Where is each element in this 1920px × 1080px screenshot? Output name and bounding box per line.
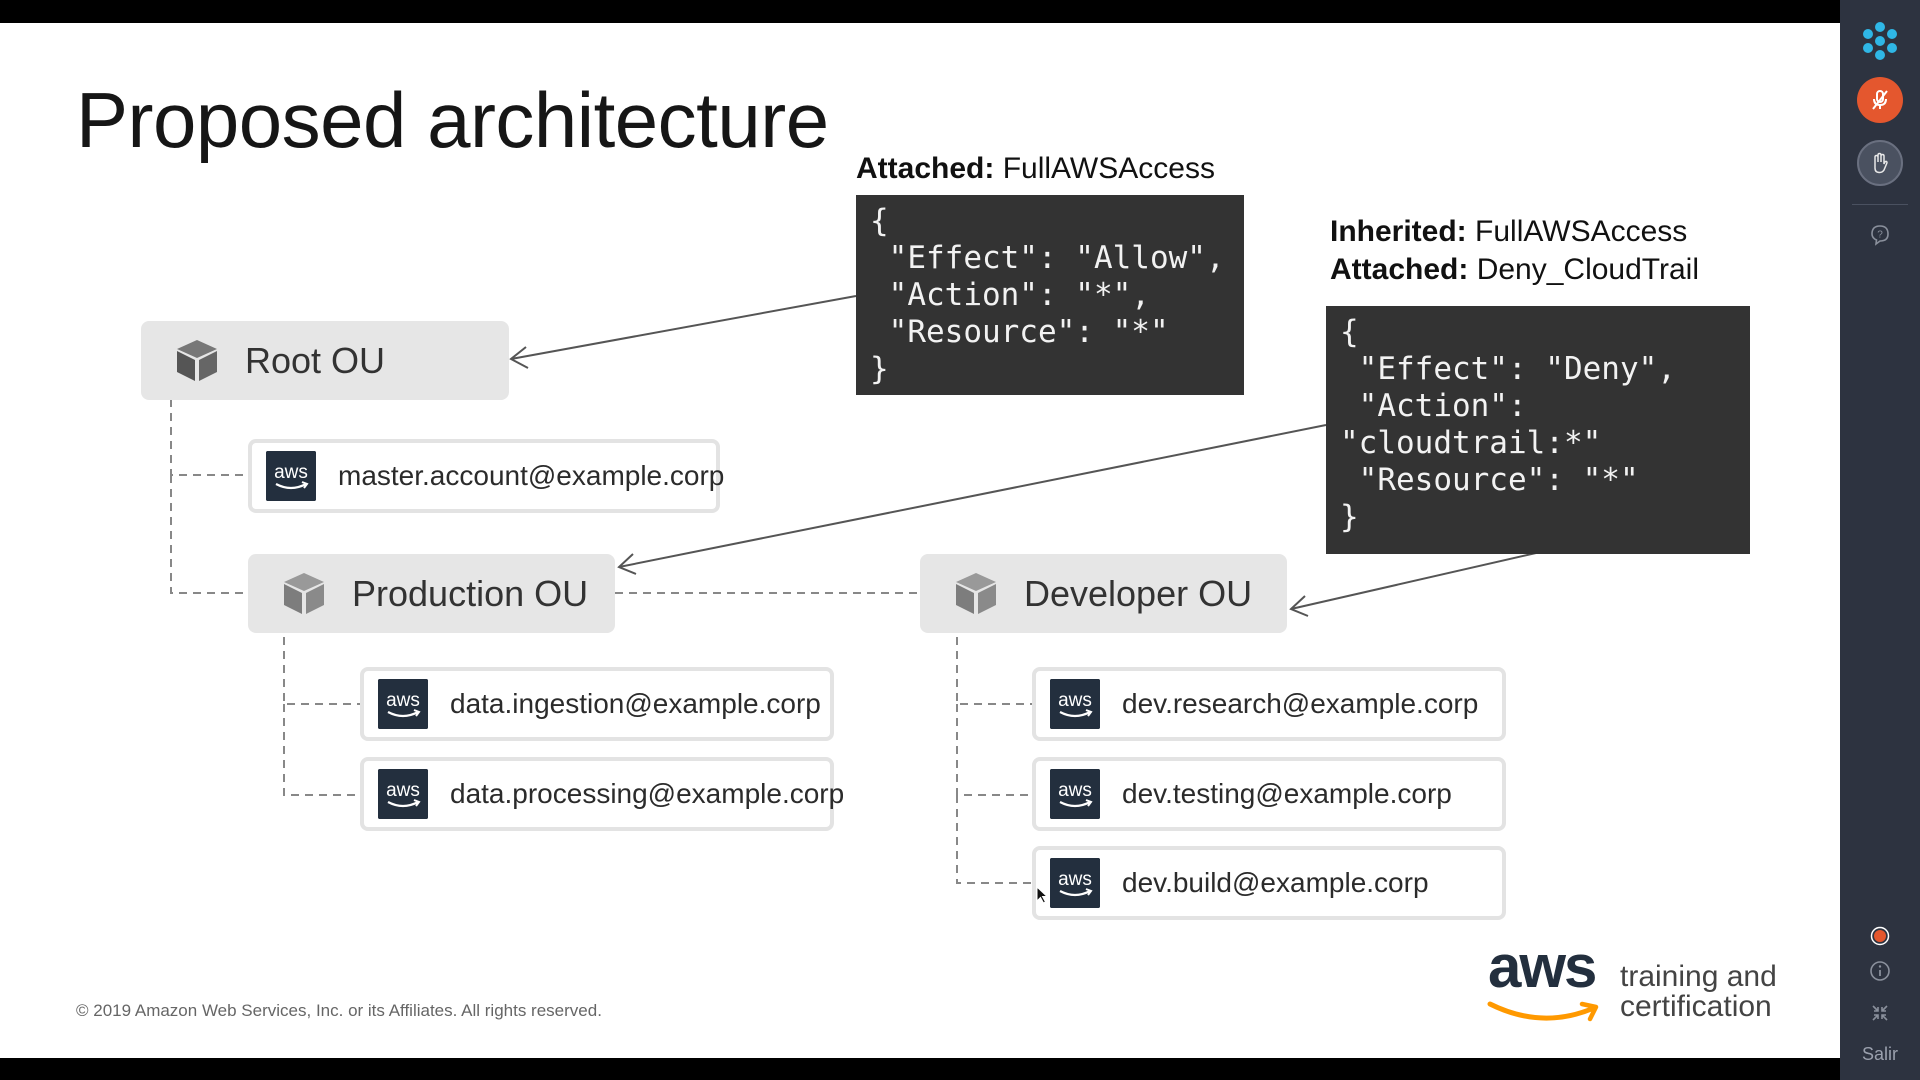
aws-logo-tagline: training and certification	[1620, 962, 1777, 1022]
root-ou-label: Root OU	[245, 340, 386, 381]
production-to-processing-connector	[283, 704, 360, 796]
exit-fullscreen-button[interactable]	[1857, 990, 1903, 1036]
ou-cube-icon	[956, 573, 996, 614]
exit-icon	[1872, 1005, 1888, 1021]
presentation-slide: Proposed architecture Attached: FullAWSA…	[0, 23, 1840, 1058]
production-ou-node[interactable]: Production OU	[248, 554, 615, 633]
aws-account-icon: aws	[378, 679, 428, 729]
help-button[interactable]: ?	[1857, 212, 1903, 258]
research-account-email: dev.research@example.corp	[1122, 688, 1479, 719]
info-icon	[1870, 961, 1890, 981]
info-button[interactable]	[1857, 948, 1903, 994]
processing-account-email: data.processing@example.corp	[450, 778, 845, 809]
record-icon	[1870, 926, 1890, 946]
build-account-email: dev.build@example.corp	[1122, 867, 1429, 898]
dev-policy-code: { "Effect": "Deny", "Action": "cloudtrai…	[1326, 306, 1750, 554]
root-policy-caption: Attached: FullAWSAccess	[856, 150, 1215, 188]
root-policy-code: { "Effect": "Allow", "Action": "*", "Res…	[856, 195, 1244, 395]
developer-to-testing-connector	[956, 704, 1032, 796]
ingestion-account-email: data.ingestion@example.corp	[450, 688, 821, 719]
aws-account-icon: aws	[378, 769, 428, 819]
svg-text:aws: aws	[386, 780, 420, 801]
developer-to-research-connector	[956, 637, 1032, 705]
svg-text:aws: aws	[274, 462, 308, 483]
aws-account-icon: aws	[1050, 858, 1100, 908]
ou-cube-icon	[177, 340, 217, 381]
master-account-email: master.account@example.corp	[338, 460, 725, 491]
meeting-sidebar: ? Sal	[1840, 0, 1920, 1080]
testing-account-node[interactable]: aws dev.testing@example.corp	[1032, 757, 1506, 831]
top-letterbox	[0, 0, 1840, 23]
svg-text:?: ?	[1877, 230, 1883, 241]
aws-logo-word: aws	[1488, 933, 1597, 1000]
processing-account-node[interactable]: aws data.processing@example.corp	[360, 757, 844, 831]
root-ou-node[interactable]: Root OU	[141, 321, 509, 400]
record-status-button[interactable]	[1857, 913, 1903, 959]
copyright-notice: © 2019 Amazon Web Services, Inc. or its …	[76, 1001, 602, 1020]
developer-ou-node[interactable]: Developer OU	[920, 554, 1287, 633]
raise-hand-button[interactable]	[1857, 140, 1903, 186]
microphone-icon	[1872, 90, 1888, 110]
dev-policy-inherited-value: FullAWSAccess	[1475, 215, 1688, 248]
sidebar-divider	[1852, 204, 1908, 205]
developer-policy-arrow	[1290, 552, 1537, 610]
master-account-node[interactable]: aws master.account@example.corp	[248, 439, 724, 513]
help-icon: ?	[1871, 225, 1889, 246]
svg-text:aws: aws	[1058, 869, 1092, 890]
aws-account-icon: aws	[266, 451, 316, 501]
exit-label[interactable]: Salir	[1861, 1044, 1898, 1064]
aws-logo-tagline-line2: certification	[1620, 990, 1772, 1023]
root-policy-caption-value: FullAWSAccess	[1002, 152, 1215, 185]
ou-cube-icon	[284, 573, 324, 614]
meeting-logo-icon	[1863, 22, 1897, 60]
root-to-master-connector	[170, 399, 248, 476]
developer-to-build-connector	[956, 795, 1032, 884]
dev-policy-inherited-prefix: Inherited:	[1330, 215, 1467, 248]
aws-account-icon: aws	[1050, 679, 1100, 729]
production-to-ingestion-connector	[283, 637, 360, 705]
aws-smile-icon	[1487, 1001, 1599, 1022]
aws-account-icon: aws	[1050, 769, 1100, 819]
developer-ou-label: Developer OU	[1024, 573, 1253, 614]
build-account-node[interactable]: aws dev.build@example.corp	[1032, 846, 1506, 920]
root-policy-caption-prefix: Attached:	[856, 152, 995, 185]
aws-training-logo: aws training and certification	[1486, 933, 1806, 1038]
slide-title: Proposed architecture	[76, 76, 829, 164]
dev-policy-inherited-caption: Inherited: FullAWSAccess	[1330, 213, 1687, 251]
svg-text:aws: aws	[386, 690, 420, 711]
production-inherit-arrow	[618, 424, 1327, 568]
microphone-button[interactable]	[1857, 77, 1903, 123]
aws-logo-tagline-line1: training and	[1620, 960, 1777, 993]
research-account-node[interactable]: aws dev.research@example.corp	[1032, 667, 1506, 741]
developer-policy-arrowhead	[1289, 595, 1309, 617]
svg-text:aws: aws	[1058, 780, 1092, 801]
svg-text:aws: aws	[1058, 690, 1092, 711]
testing-account-email: dev.testing@example.corp	[1122, 778, 1452, 809]
bottom-letterbox	[0, 1058, 1840, 1080]
dev-policy-attached-value: Deny_CloudTrail	[1476, 253, 1700, 286]
dev-policy-attached-caption: Attached: Deny_CloudTrail	[1330, 251, 1699, 289]
mouse-cursor-icon	[1036, 886, 1049, 904]
production-ou-label: Production OU	[352, 573, 589, 614]
dev-policy-attached-prefix: Attached:	[1330, 253, 1469, 286]
meeting-logo-button[interactable]	[1857, 18, 1903, 64]
raise-hand-icon	[1874, 152, 1888, 174]
ingestion-account-node[interactable]: aws data.ingestion@example.corp	[360, 667, 834, 741]
root-policy-arrow	[510, 295, 857, 360]
root-to-production-connector	[170, 475, 248, 594]
root-policy-arrowhead	[509, 346, 529, 369]
production-inherit-arrowhead	[617, 553, 637, 575]
